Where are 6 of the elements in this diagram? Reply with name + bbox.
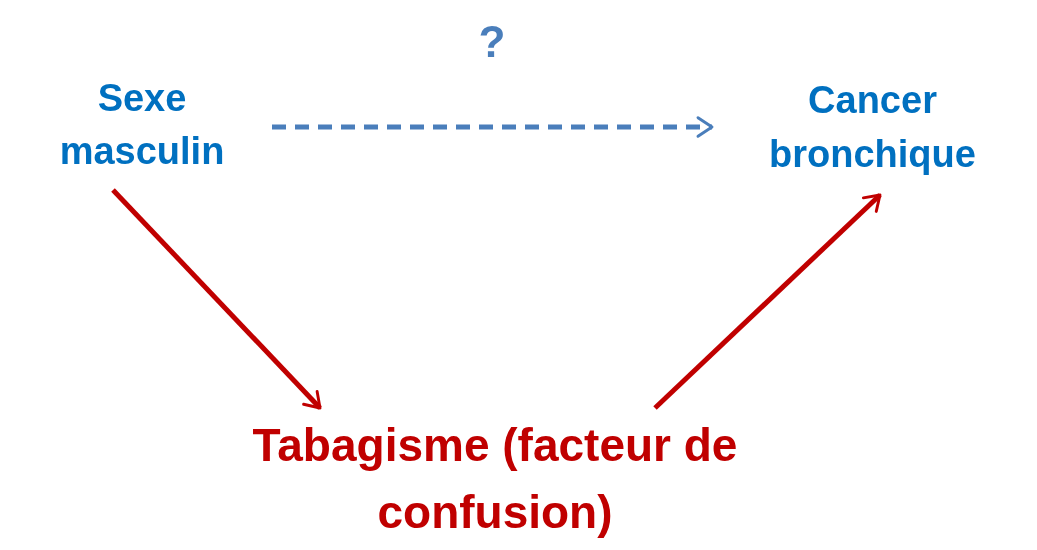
arrow [653, 193, 882, 410]
node-label: Tabagisme (facteur de confusion) [251, 418, 739, 540]
node-label: Cancer bronchique [768, 78, 977, 177]
arrow [272, 116, 714, 138]
node-label: Sexe masculin [58, 75, 226, 174]
arrow [111, 188, 322, 410]
